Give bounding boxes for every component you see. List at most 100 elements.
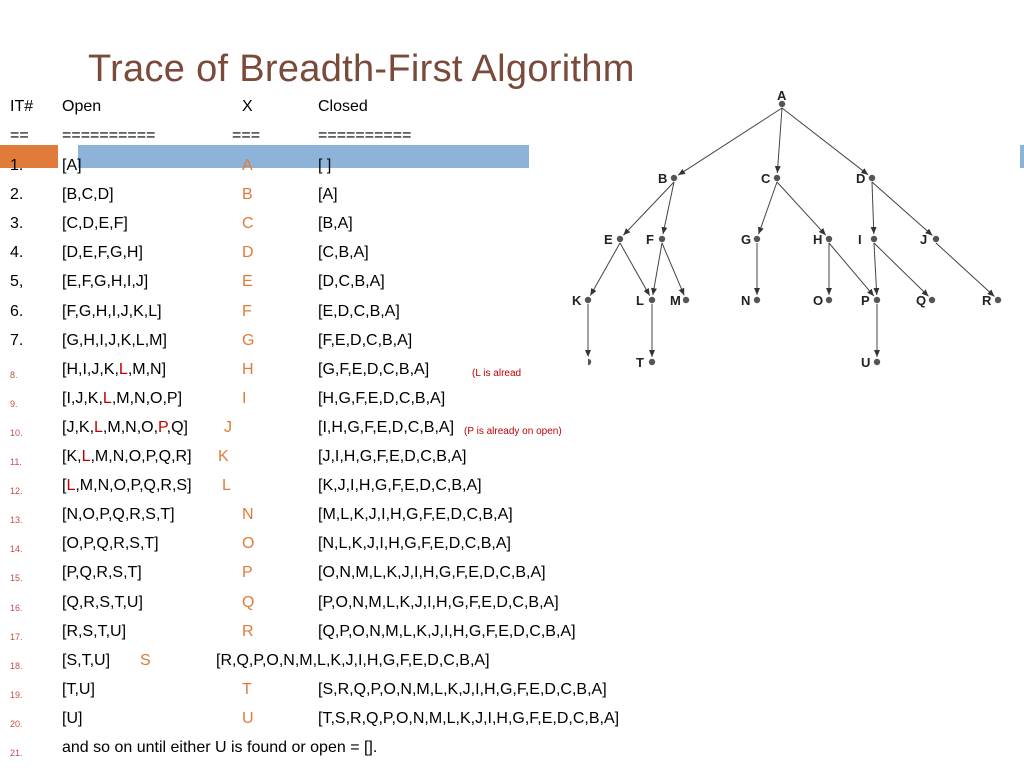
- open-repeat-node: L: [81, 448, 91, 465]
- row-closed: [H,G,F,E,D,C,B,A]: [318, 390, 446, 407]
- row-open: [K,L,M,N,O,P,Q,R]: [62, 448, 192, 466]
- row-it: 2.: [10, 186, 24, 203]
- open-repeat-node: L: [118, 361, 128, 378]
- open-text: [J,K,: [62, 419, 95, 436]
- tree-node-dot-Q: [928, 296, 936, 304]
- tree-edge-B-F: [661, 181, 675, 235]
- row-closed: [G,F,E,D,C,B,A]: [318, 361, 430, 378]
- open-text: [Q,R,S,T,U]: [62, 594, 143, 611]
- highlight-bar-orange: [0, 145, 58, 168]
- final-text: and so on until either U is found or ope…: [62, 739, 378, 756]
- open-text: [: [62, 477, 67, 494]
- row-open: [C,D,E,F]: [62, 215, 128, 233]
- open-text: [H,I,J,K,: [62, 361, 119, 378]
- open-text: ,M,N,O,P,Q,R]: [90, 448, 192, 465]
- tree-edge-D-I: [870, 181, 877, 235]
- row-x: S: [140, 652, 151, 669]
- row-x: E: [242, 273, 253, 290]
- tree-node-label-Q: Q: [916, 293, 926, 308]
- tree-node-label-M: M: [670, 293, 681, 308]
- tree-node-dot-R: [994, 296, 1002, 304]
- tree-node-label-P: P: [861, 293, 870, 308]
- row-open: [F,G,H,I,J,K,L]: [62, 303, 162, 321]
- row-x: B: [242, 186, 253, 203]
- row-it: 14.: [10, 544, 23, 554]
- open-text: [R,S,T,U]: [62, 623, 127, 640]
- row-open: [A]: [62, 157, 82, 175]
- header-closed: Closed: [318, 98, 368, 115]
- row-it: 17.: [10, 632, 23, 642]
- row-it: 9.: [10, 399, 18, 409]
- row-it: 8.: [10, 370, 18, 380]
- row-closed: [K,J,I,H,G,F,E,D,C,B,A]: [318, 477, 482, 494]
- row-open: [G,H,I,J,K,L,M]: [62, 332, 167, 350]
- tree-node-dot-C: [773, 174, 781, 182]
- row-it: 5,: [10, 273, 24, 290]
- row-note: (L is alread: [472, 368, 522, 379]
- tree-node-label-A: A: [777, 90, 787, 103]
- tree-node-dot-A: [778, 100, 786, 108]
- tree-edge-E-L: [619, 242, 651, 296]
- open-text: [O,P,Q,R,S,T]: [62, 535, 159, 552]
- tree-edge-A-B: [677, 107, 783, 176]
- row-it: 13.: [10, 515, 23, 525]
- row-closed: [I,H,G,F,E,D,C,B,A]: [318, 419, 455, 436]
- open-text: [K,: [62, 448, 82, 465]
- final-it: 21.: [10, 748, 23, 758]
- row-open: [N,O,P,Q,R,S,T]: [62, 506, 175, 524]
- tree-edge-F-M: [661, 242, 685, 296]
- tree-edge-C-H: [776, 181, 827, 236]
- row-it: 1.: [10, 157, 24, 174]
- row-closed: [P,O,N,M,L,K,J,I,H,G,F,E,D,C,B,A]: [318, 594, 559, 611]
- tree-node-dot-M: [682, 296, 690, 304]
- open-text: [F,G,H,I,J,K,L]: [62, 303, 162, 320]
- row-open: [E,F,G,H,I,J]: [62, 273, 148, 291]
- tree-node-dot-F: [658, 235, 666, 243]
- tree-node-dot-L: [648, 296, 656, 304]
- tree-node-label-R: R: [982, 293, 992, 308]
- tree-node-label-B: B: [658, 171, 667, 186]
- tree-edge-C-G: [758, 181, 778, 235]
- tree-node-dot-B: [670, 174, 678, 182]
- tree-node-label-T: T: [636, 355, 644, 370]
- row-closed: [O,N,M,L,K,J,I,H,G,F,E,D,C,B,A]: [318, 564, 546, 581]
- row-closed: [C,B,A]: [318, 244, 369, 261]
- row-it: 6.: [10, 303, 24, 320]
- row-x: U: [242, 710, 254, 727]
- separator-closed: ==========: [318, 127, 412, 144]
- row-open: [H,I,J,K,L,M,N]: [62, 361, 166, 379]
- open-text: [P,Q,R,S,T]: [62, 564, 142, 581]
- row-closed: [S,R,Q,P,O,N,M,L,K,J,I,H,G,F,E,D,C,B,A]: [318, 681, 607, 698]
- row-closed: [A]: [318, 186, 338, 203]
- row-x: I: [242, 390, 247, 407]
- row-open: [U]: [62, 710, 82, 728]
- open-text: [T,U]: [62, 681, 95, 698]
- row-closed: [D,C,B,A]: [318, 273, 385, 290]
- row-open: [Q,R,S,T,U]: [62, 594, 143, 612]
- row-it: 4.: [10, 244, 24, 261]
- open-text: [N,O,P,Q,R,S,T]: [62, 506, 175, 523]
- open-text: ,M,N,O,P]: [111, 390, 183, 407]
- open-text: ,Q]: [166, 419, 188, 436]
- row-x: J: [224, 419, 232, 436]
- row-it: 16.: [10, 603, 23, 613]
- highlight-bar-blue: [78, 145, 529, 168]
- tree-edge-A-C: [774, 107, 783, 174]
- header-x: X: [242, 98, 253, 115]
- tree-edge-D-J: [871, 181, 933, 236]
- open-repeat-node: L: [66, 477, 76, 494]
- row-closed: [M,L,K,J,I,H,G,F,E,D,C,B,A]: [318, 506, 513, 523]
- tree-node-dot-H: [825, 235, 833, 243]
- row-it: 10.: [10, 428, 23, 438]
- tree-node-label-O: O: [813, 293, 823, 308]
- row-closed: [ ]: [318, 157, 332, 174]
- tree-node-label-I: I: [858, 232, 862, 247]
- tree-node-label-E: E: [604, 232, 613, 247]
- row-closed: [J,I,H,G,F,E,D,C,B,A]: [318, 448, 467, 465]
- tree-edge-F-L: [651, 242, 663, 296]
- row-x: D: [242, 244, 254, 261]
- tree-node-dot-N: [753, 296, 761, 304]
- tree-node-label-L: L: [636, 293, 644, 308]
- open-text: [G,H,I,J,K,L,M]: [62, 332, 167, 349]
- row-x: N: [242, 506, 254, 523]
